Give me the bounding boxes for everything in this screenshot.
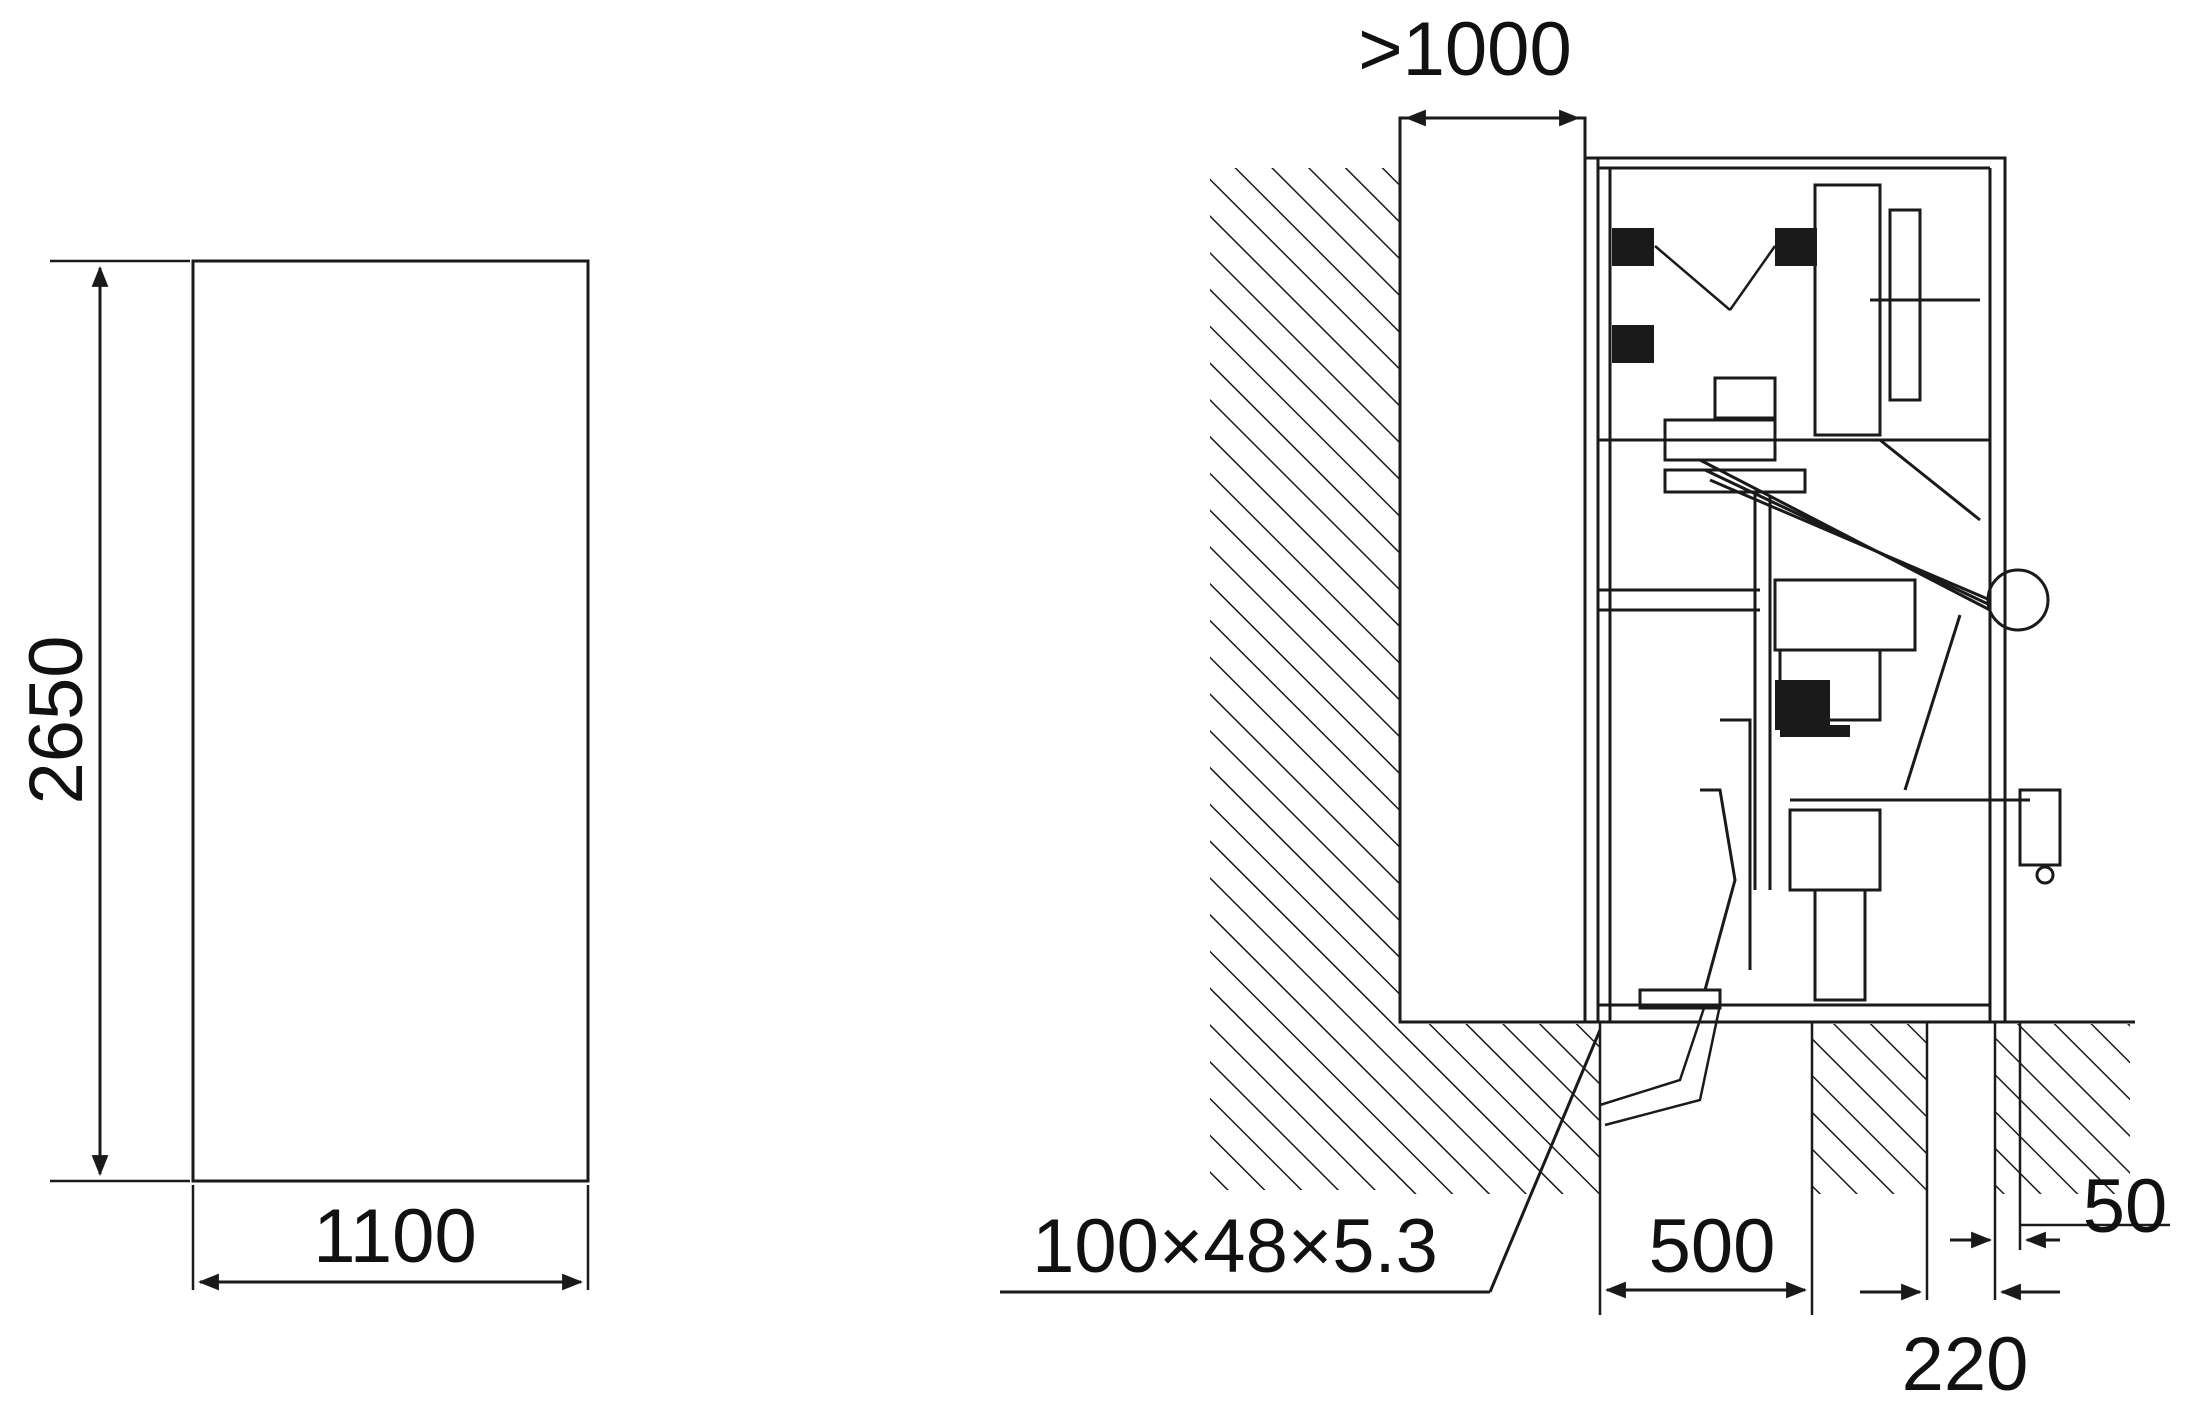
dim-220-label: 220 [1902, 1322, 2029, 1406]
clearance-zone [1398, 116, 1587, 1024]
floor-hatch-mid [1812, 1024, 1927, 1194]
cabinet-side [1583, 156, 2007, 1024]
side-view: >1000 [1000, 7, 2170, 1406]
busbar-contacts [1612, 228, 1817, 363]
width-dimension-label: 1100 [313, 1194, 476, 1279]
floor-hatch-left [1400, 1024, 1600, 1194]
height-dimension-label: 2650 [14, 635, 99, 804]
wall-hatch [1210, 168, 1400, 1190]
floor-hatch-right [1995, 1024, 2130, 1194]
channel-spec-label: 100×48×5.3 [1032, 1204, 1438, 1289]
dim-50-label: 50 [2083, 1164, 2168, 1249]
circuit-breaker [1638, 376, 2062, 1010]
front-view: 2650 1100 [14, 259, 590, 1291]
clearance-dimension-label: >1000 [1358, 7, 1571, 92]
cabinet-front-outline [191, 259, 590, 1183]
dim-500-label: 500 [1649, 1204, 1776, 1289]
